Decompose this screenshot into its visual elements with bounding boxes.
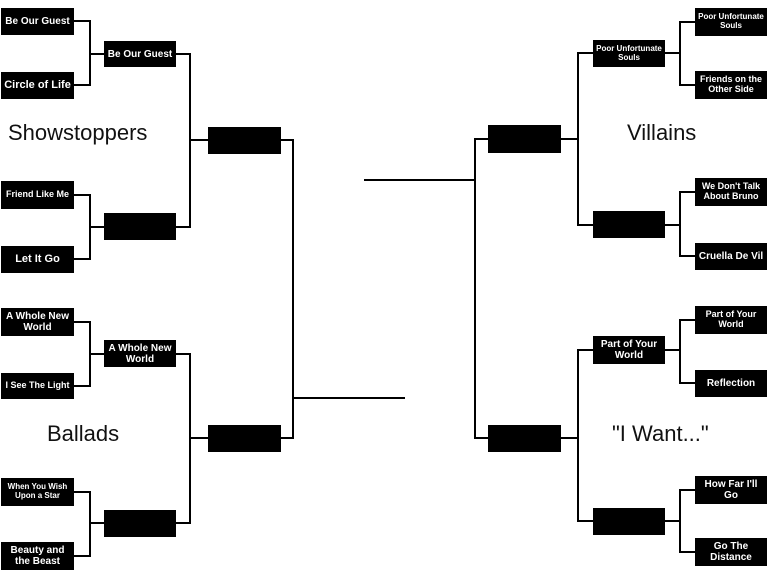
seed-go-the-distance: Go The Distance [695,538,767,566]
connector-ballads-r2 [176,353,208,524]
r2-showstoppers-bottom [104,213,176,240]
r2-ballads-bottom [104,510,176,537]
connector-showstoppers-r1b [74,194,104,260]
region-label-showstoppers: Showstoppers [8,120,148,145]
r2-iwant-bottom [593,508,665,535]
r2-showstoppers-top: Be Our Guest [104,41,176,67]
seed-when-you-wish-upon-a-star: When You Wish Upon a Star [1,478,74,506]
seed-poor-unfortunate-souls: Poor Unfortunate Souls [695,8,767,36]
seed-friend-like-me: Friend Like Me [1,181,74,209]
r3-showstoppers [208,127,281,154]
region-label-ballads: Ballads [47,421,120,446]
connector-villains-r1b [665,191,695,257]
r2-iwant-top: Part of Your World [593,336,665,364]
connector-iwant-r2 [561,349,593,522]
seed-circle-of-life: Circle of Life [1,72,74,99]
seed-a-whole-new-world: A Whole New World [1,308,74,336]
r2-villains-top: Poor Unfortunate Souls [593,40,665,67]
seed-let-it-go: Let It Go [1,246,74,273]
connector-left-semifinal [281,139,405,439]
r3-iwant [488,425,561,452]
r3-villains [488,125,561,153]
seed-reflection: Reflection [695,370,767,397]
seed-be-our-guest: Be Our Guest [1,8,74,35]
connector-iwant-r1a [665,319,695,384]
seed-i-see-the-light: I See The Light [1,373,74,399]
seed-how-far-ill-go: How Far I'll Go [695,476,767,504]
seed-cruella-de-vil: Cruella De Vil [695,243,767,270]
seed-friends-on-the-other-side: Friends on the Other Side [695,71,767,99]
seed-we-dont-talk-about-bruno: We Don't Talk About Bruno [695,178,767,206]
r2-ballads-top: A Whole New World [104,340,176,367]
region-label-i-want: "I Want..." [612,421,709,446]
seed-part-of-your-world: Part of Your World [695,306,767,334]
connector-showstoppers-r1a [74,20,104,86]
connector-villains-r2 [561,52,593,226]
connector-iwant-r1b [665,489,695,553]
connector-showstoppers-r2 [176,53,208,228]
seed-beauty-and-the-beast: Beauty and the Beast [1,542,74,570]
connector-villains-r1a [665,21,695,86]
connector-right-semifinal [364,138,488,439]
connector-ballads-r1b [74,491,104,557]
r2-villains-bottom [593,211,665,238]
r3-ballads [208,425,281,452]
region-label-villains: Villains [627,120,697,145]
connector-ballads-r1a [74,321,104,387]
